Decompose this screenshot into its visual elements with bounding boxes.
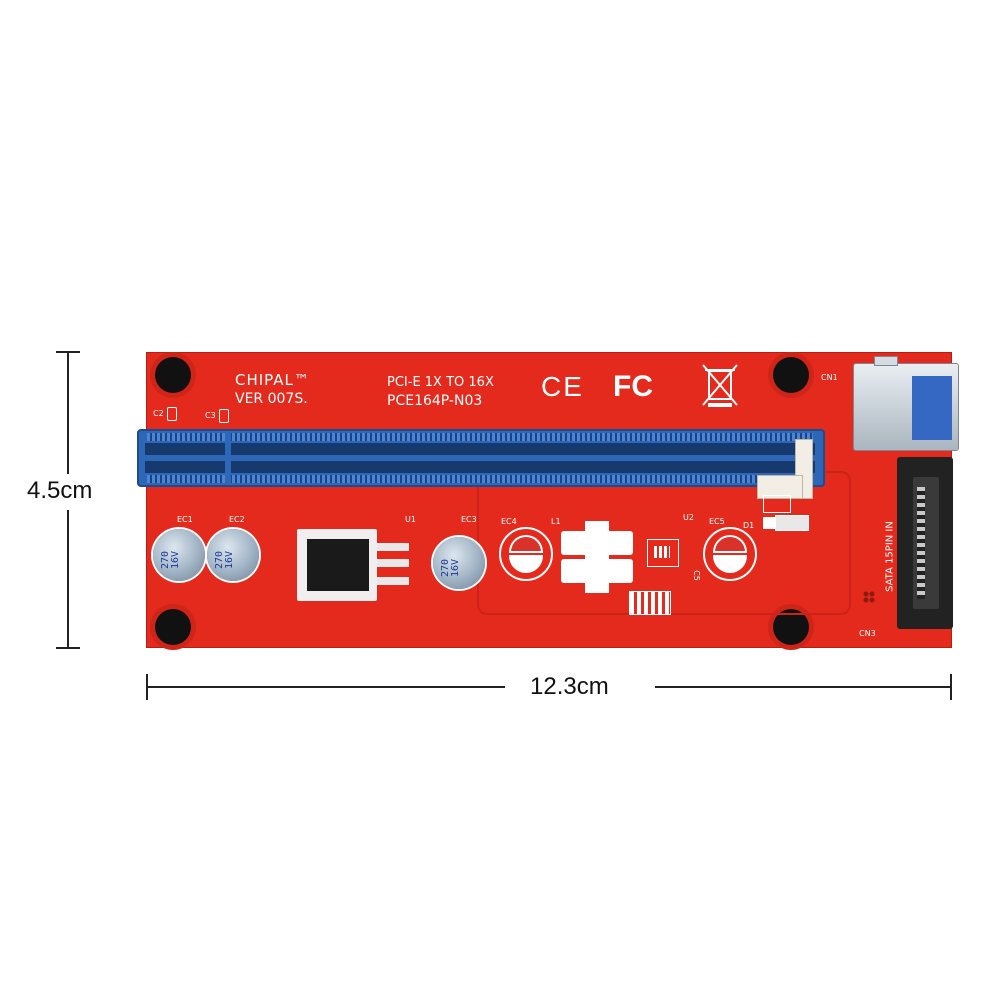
sata-15pin-connector <box>897 457 953 629</box>
mounting-hole <box>155 357 191 393</box>
slot-teeth-top <box>147 433 813 441</box>
via-cluster <box>863 591 875 603</box>
smd-component <box>763 495 791 513</box>
height-label: 4.5cm <box>27 477 93 504</box>
usb3-opening <box>912 376 952 440</box>
label-ec1: EC1 <box>177 515 193 524</box>
fc-mark: FC <box>613 370 653 403</box>
mounting-hole <box>155 609 191 645</box>
label-c2: C2 <box>153 409 164 418</box>
diode-d1 <box>775 515 809 531</box>
width-label-bg <box>505 670 655 704</box>
label-cn3: CN3 <box>859 629 876 638</box>
ic-u2 <box>647 539 679 567</box>
capacitor-pad-ec4 <box>499 527 553 581</box>
electrolytic-capacitor-ec3: 270 16V <box>433 537 485 589</box>
label-cn1: CN1 <box>821 373 838 382</box>
label-ec3: EC3 <box>461 515 477 524</box>
sata-label: SATA 15PIN IN <box>884 521 896 592</box>
mounting-hole <box>773 357 809 393</box>
ce-mark: CE <box>541 371 584 402</box>
label-c3: C3 <box>205 411 216 420</box>
height-dimension-bottom-tick <box>56 647 80 649</box>
height-dimension-top-tick <box>56 351 80 353</box>
weee-bin-icon <box>702 364 738 407</box>
label-u2: U2 <box>683 513 694 522</box>
pcie-x16-slot <box>137 429 825 487</box>
slot-groove-bottom <box>145 461 815 473</box>
smd-pad-row <box>629 591 671 615</box>
label-u1: U1 <box>405 515 416 524</box>
slot-key <box>225 433 231 485</box>
smd-c3 <box>219 409 229 423</box>
mounting-hole <box>773 609 809 645</box>
riser-board: CHIPAL™ VER 007S. PCI-E 1X TO 16X PCE164… <box>137 352 959 648</box>
regulator-lead <box>377 559 409 567</box>
label-ec4: EC4 <box>501 517 517 526</box>
regulator-lead <box>377 577 409 585</box>
label-c5: C5 <box>691 570 701 581</box>
inductor-pad-l1 <box>561 521 633 593</box>
smd-c2 <box>167 407 177 421</box>
brand-text: CHIPAL™ <box>235 371 310 389</box>
slot-teeth-bottom <box>147 475 813 483</box>
capacitor-pad-ec5 <box>703 527 757 581</box>
label-d1: D1 <box>743 521 755 530</box>
slot-groove-top <box>145 443 815 455</box>
voltage-regulator-u1 <box>297 529 377 601</box>
regulator-body <box>307 539 369 591</box>
sata-pins <box>917 487 925 599</box>
label-ec2: EC2 <box>229 515 245 524</box>
product-line2-text: PCE164P-N03 <box>387 393 483 409</box>
version-text: VER 007S. <box>235 391 308 407</box>
height-label-bg <box>22 474 112 510</box>
electrolytic-capacitor-ec1: 270 16V <box>153 529 205 581</box>
usb3-connector <box>853 356 959 451</box>
width-dimension-left-tick <box>146 674 148 700</box>
width-dimension-right-tick <box>950 674 952 700</box>
width-label: 12.3cm <box>530 673 609 700</box>
regulator-lead <box>377 543 409 551</box>
label-l1: L1 <box>551 517 561 526</box>
usb3-latch <box>874 356 898 366</box>
product-line1-text: PCI-E 1X TO 16X <box>387 375 494 390</box>
label-ec5: EC5 <box>709 517 725 526</box>
electrolytic-capacitor-ec2: 270 16V <box>207 529 259 581</box>
